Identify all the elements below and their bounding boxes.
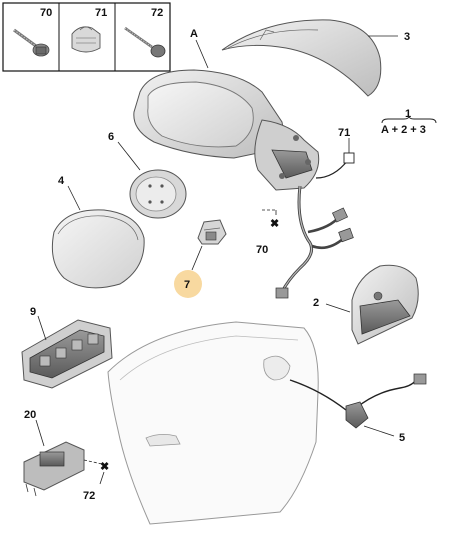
fastener-box: 70 71 72 (2, 2, 171, 72)
leader-72-dash (83, 459, 103, 465)
lamp-connector-5 (289, 373, 427, 429)
clip-nut-icon (71, 26, 101, 53)
door-panel (107, 321, 319, 525)
self-tapping-screw-icon (124, 26, 166, 58)
callout-9: 9 (30, 306, 36, 318)
leader-4 (67, 185, 81, 211)
callout-6: 6 (108, 131, 114, 143)
callout-3: 3 (404, 31, 410, 43)
mirror-cover (221, 19, 382, 97)
fastener-number-71: 71 (95, 7, 107, 19)
leader-72 (99, 471, 105, 485)
assembly-note: 1 A + 2 + 3 (381, 108, 437, 136)
callout-71: 71 (338, 127, 350, 139)
assembly-note-label: 1 (405, 108, 411, 120)
callout-5: 5 (399, 432, 405, 444)
leader-6 (117, 141, 141, 171)
cross-marker-70: ✖ (270, 218, 279, 230)
window-switch-panel (21, 319, 113, 389)
leader-A (195, 39, 209, 69)
leader-7 (191, 245, 203, 271)
screw-with-washer-icon (13, 28, 50, 57)
clip-71-marker (343, 152, 355, 164)
wiring-harness (275, 159, 354, 299)
leader-20 (35, 419, 45, 447)
mirror-glass (51, 209, 145, 289)
door-switch-20 (23, 441, 85, 497)
callout-20: 20 (24, 409, 36, 421)
callout-72: 72 (83, 490, 95, 502)
callout-70: 70 (256, 244, 268, 256)
callout-7: 7 (184, 279, 190, 291)
assembly-note-formula: A + 2 + 3 (381, 124, 426, 136)
highlight-circle-7 (174, 270, 202, 298)
mirror-base-housing (351, 264, 419, 345)
callout-A: A (190, 28, 198, 40)
leader-9 (37, 315, 47, 341)
fastener-number-70: 70 (40, 7, 52, 19)
callout-2: 2 (313, 297, 319, 309)
callout-4: 4 (58, 175, 65, 187)
leader-2 (325, 303, 351, 313)
puddle-lamp-bracket (197, 219, 227, 245)
mirror-motor (129, 169, 187, 219)
fastener-number-72: 72 (151, 7, 163, 19)
cross-marker-72: ✖ (100, 461, 109, 473)
mirror-assembly (133, 69, 320, 191)
assembly-brace (381, 115, 437, 124)
leader-5 (363, 425, 395, 437)
